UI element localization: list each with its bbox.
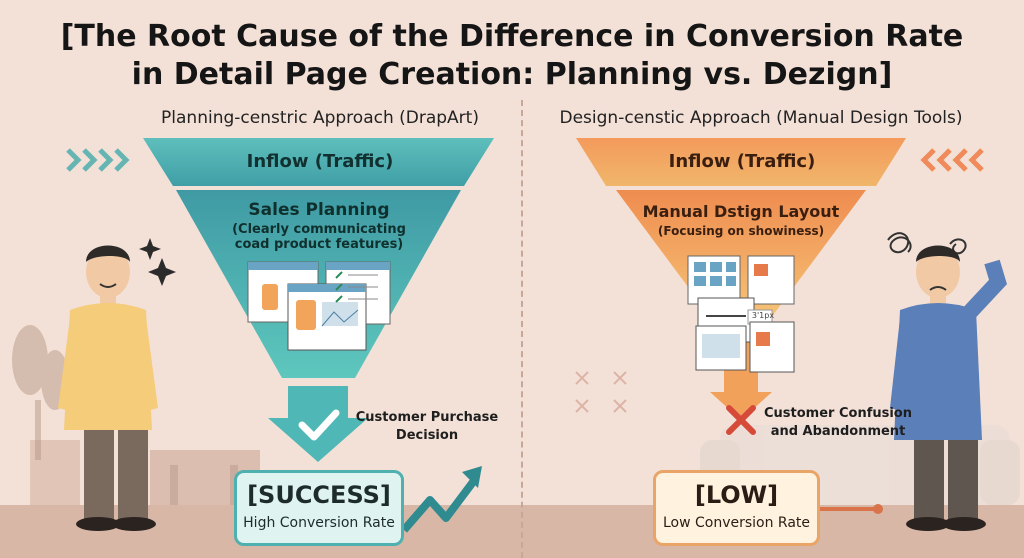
title-line-1: [The Root Cause of the Difference in Con… xyxy=(60,19,964,54)
left-chevrons-icon xyxy=(66,148,130,172)
background-plant xyxy=(12,325,69,460)
right-page-mockups xyxy=(687,255,795,373)
right-stage-title: Manual Dstign Layout xyxy=(642,202,840,221)
left-inflow-band xyxy=(143,138,494,186)
mockup-size-label: 3'1px xyxy=(751,311,775,320)
sparkle-icon xyxy=(139,238,176,286)
floor xyxy=(0,505,1024,558)
left-result-subtitle: High Conversion Rate xyxy=(243,515,395,531)
rising-trend-arrow xyxy=(400,475,480,533)
right-result-subtitle: Low Conversion Rate xyxy=(662,515,811,531)
left-result-box: [SUCCESS] High Conversion Rate xyxy=(234,470,404,546)
left-stage-title: Sales Planning xyxy=(248,200,390,220)
right-inflow-label: Inflow (Traffic) xyxy=(668,151,816,172)
left-heading: Planning-censtric Approach (DrapArt) xyxy=(161,108,479,128)
left-result-title: [SUCCESS] xyxy=(247,481,391,509)
happy-person-illustration xyxy=(58,245,158,531)
right-result-title: [LOW] xyxy=(694,481,779,509)
left-stage-subtitle: (Clearly communicating coad product feat… xyxy=(232,222,406,252)
right-result-box: [LOW] Low Conversion Rate xyxy=(653,470,820,546)
right-inflow-band xyxy=(576,138,906,186)
right-stage-subtitle: (Focusing on showiness) xyxy=(657,224,825,238)
check-icon xyxy=(298,409,340,441)
right-decision-label: Customer Confusion and Abandonment xyxy=(764,406,912,439)
left-down-arrow xyxy=(268,386,368,462)
page-title: [The Root Cause of the Difference in Con… xyxy=(0,18,1024,94)
title-line-2: in Detail Page Creation: Planning vs. De… xyxy=(131,57,893,92)
right-heading: Design-censtic Approach (Manual Design T… xyxy=(559,108,963,128)
cross-icon xyxy=(726,405,756,435)
bg-crosses xyxy=(575,371,627,413)
right-chevrons-icon xyxy=(920,148,984,172)
left-inflow-label: Inflow (Traffic) xyxy=(246,151,394,172)
confusion-scribble-icon xyxy=(887,232,967,255)
stressed-person-illustration xyxy=(890,245,1007,531)
right-design-funnel xyxy=(616,190,866,330)
left-decision-label: Customer Purchase Decision xyxy=(355,410,499,443)
center-divider xyxy=(521,100,523,558)
left-page-mockups xyxy=(247,261,391,351)
